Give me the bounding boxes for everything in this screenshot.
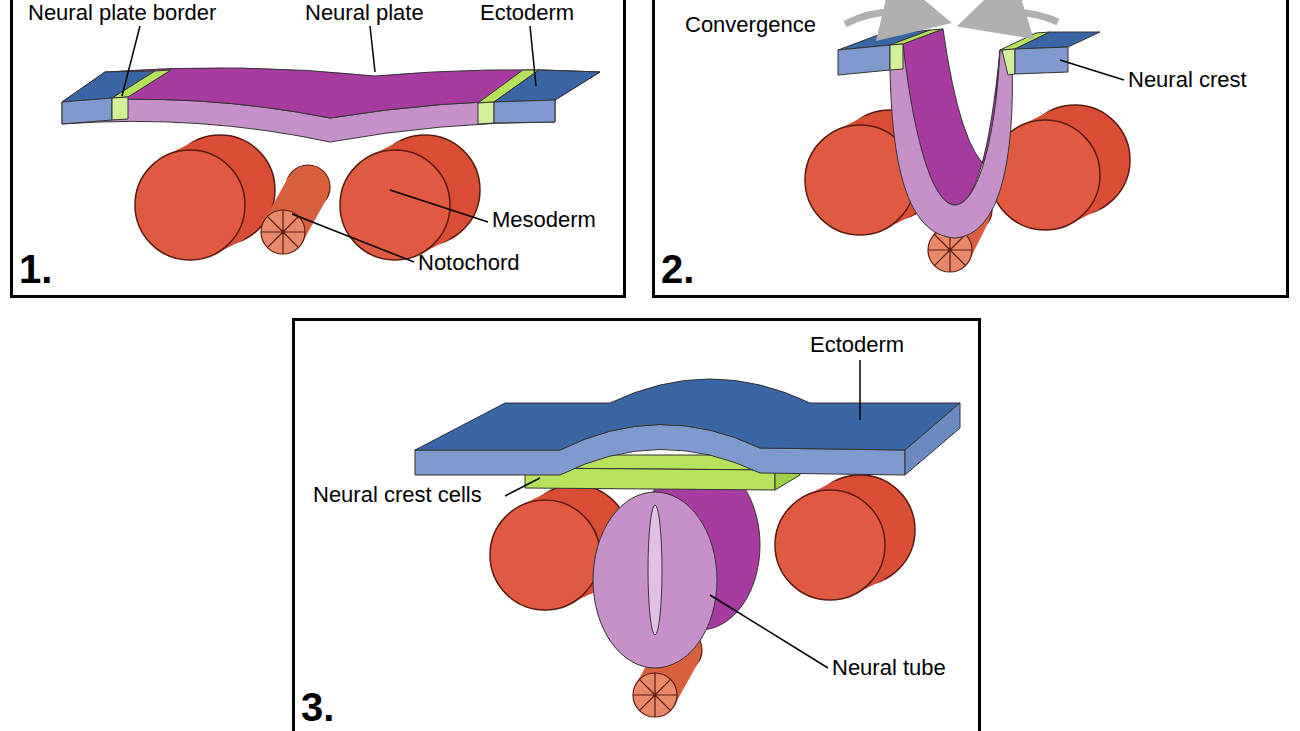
leader-line <box>859 360 861 420</box>
mesoderm-left <box>135 135 275 260</box>
panel-number: 3. <box>301 685 334 729</box>
notochord <box>261 165 330 254</box>
figure-panel: 2. <box>652 0 1289 298</box>
part-label: Mesoderm <box>492 207 596 233</box>
part-label: Ectoderm <box>810 332 904 358</box>
neural-tube <box>593 460 760 668</box>
panel-number: 1. <box>19 247 52 291</box>
leader-line <box>390 190 488 222</box>
leader-lines <box>122 26 1124 668</box>
mesoderm-right <box>775 475 915 600</box>
convergence-arrows <box>845 12 1058 24</box>
leader-line <box>370 26 375 72</box>
part-label: Neural plate border <box>28 0 216 26</box>
panel-number: 2. <box>661 247 694 291</box>
leader-line <box>530 26 536 86</box>
convergence-arrow <box>990 12 1058 22</box>
part-label: Notochord <box>418 250 520 276</box>
part-label: Neural tube <box>832 655 946 681</box>
neural-plate-slab <box>62 68 600 142</box>
leader-line <box>292 214 414 262</box>
part-label: Neural plate <box>305 0 424 26</box>
leader-line <box>122 26 140 96</box>
part-label: Neural crest cells <box>313 482 482 508</box>
leader-line <box>505 478 540 496</box>
part-label: Convergence <box>685 12 816 38</box>
part-label: Ectoderm <box>480 0 574 26</box>
part-label: Neural crest <box>1128 67 1247 93</box>
leader-line <box>1060 60 1124 80</box>
ectoderm-slab <box>415 379 960 475</box>
convergence-arrow <box>845 12 918 24</box>
leader-line <box>710 595 828 668</box>
figure-panel: 1. <box>10 0 626 298</box>
